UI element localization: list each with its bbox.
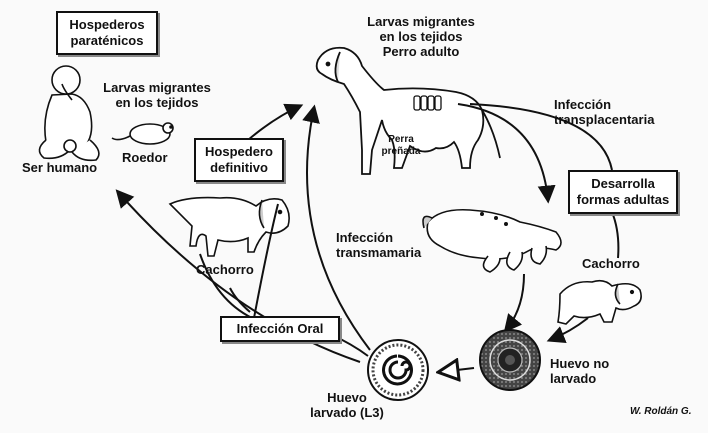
definitive-host-box: Hospedero definitivo (194, 138, 284, 182)
puppy-right-illustration (557, 279, 642, 325)
adult-forms-line1: Desarrolla (591, 176, 655, 191)
adult-dog-illustration (315, 46, 501, 175)
egg-unlarvated-line1: Huevo no (550, 356, 610, 371)
egg-larvated-label: Huevo larvado (L3) (302, 390, 392, 420)
transplacental-line1: Infección (554, 97, 612, 112)
transplacental-label: Infección transplacentaria (554, 97, 654, 127)
unlarvated-egg-illustration (479, 329, 541, 391)
transmammary-label: Infección transmamaria (336, 230, 421, 260)
egg-larvated-line2: larvado (L3) (310, 405, 384, 420)
adult-forms-line2: formas adultas (576, 192, 670, 207)
egg-unlarvated-label: Huevo no larvado (550, 356, 609, 386)
larvae-tissues-paratenic-line1: Larvas migrantes (103, 80, 211, 95)
puppy-right-label: Cachorro (582, 256, 640, 271)
rodent-illustration (111, 122, 174, 145)
larvae-tissues-paratenic-label: Larvas migrantes en los tejidos (92, 80, 222, 110)
nursing-dog-illustration (422, 208, 562, 273)
larvae-tissues-adult-line3: Perro adulto (382, 44, 460, 59)
rodent-label: Roedor (122, 150, 168, 165)
larvae-tissues-paratenic-line2: en los tejidos (115, 95, 199, 110)
cycle-arrows (115, 103, 620, 363)
embryonation-arrow (440, 368, 475, 372)
human-label: Ser humano (22, 160, 98, 175)
pregnant-dog-line1: Perra (388, 134, 414, 145)
paratenic-hosts-line1: Hospederos (69, 17, 145, 32)
puppy-left-illustration (168, 196, 290, 257)
puppy-left-label: Cachorro (196, 262, 254, 277)
human-infant-illustration (38, 65, 100, 162)
transplacental-line2: transplacentaria (554, 112, 655, 127)
definitive-host-line2: definitivo (210, 160, 268, 175)
transmammary-line1: Infección (336, 230, 394, 245)
paratenic-hosts-line2: paraténicos (70, 33, 144, 48)
larvated-egg-illustration (367, 339, 429, 401)
paratenic-hosts-box: Hospederos paraténicos (56, 11, 158, 55)
pregnant-dog-label: Perra preñada (376, 134, 426, 158)
adult-forms-box: Desarrolla formas adultas (568, 170, 678, 214)
larvae-tissues-adult-line1: Larvas migrantes (367, 14, 475, 29)
oral-infection-label: Infección Oral (236, 321, 324, 336)
larvae-tissues-adult-line2: en los tejidos (379, 29, 463, 44)
definitive-host-line1: Hospedero (205, 144, 273, 159)
egg-unlarvated-line2: larvado (550, 371, 597, 386)
transmammary-line2: transmamaria (336, 245, 422, 260)
larvae-tissues-adult-label: Larvas migrantes en los tejidos Perro ad… (356, 14, 486, 59)
oral-infection-box: Infección Oral (220, 316, 340, 342)
pregnant-dog-line2: preñada (381, 146, 421, 157)
egg-larvated-line1: Huevo (327, 390, 367, 405)
author-credit: W. Roldán G. (630, 406, 692, 417)
